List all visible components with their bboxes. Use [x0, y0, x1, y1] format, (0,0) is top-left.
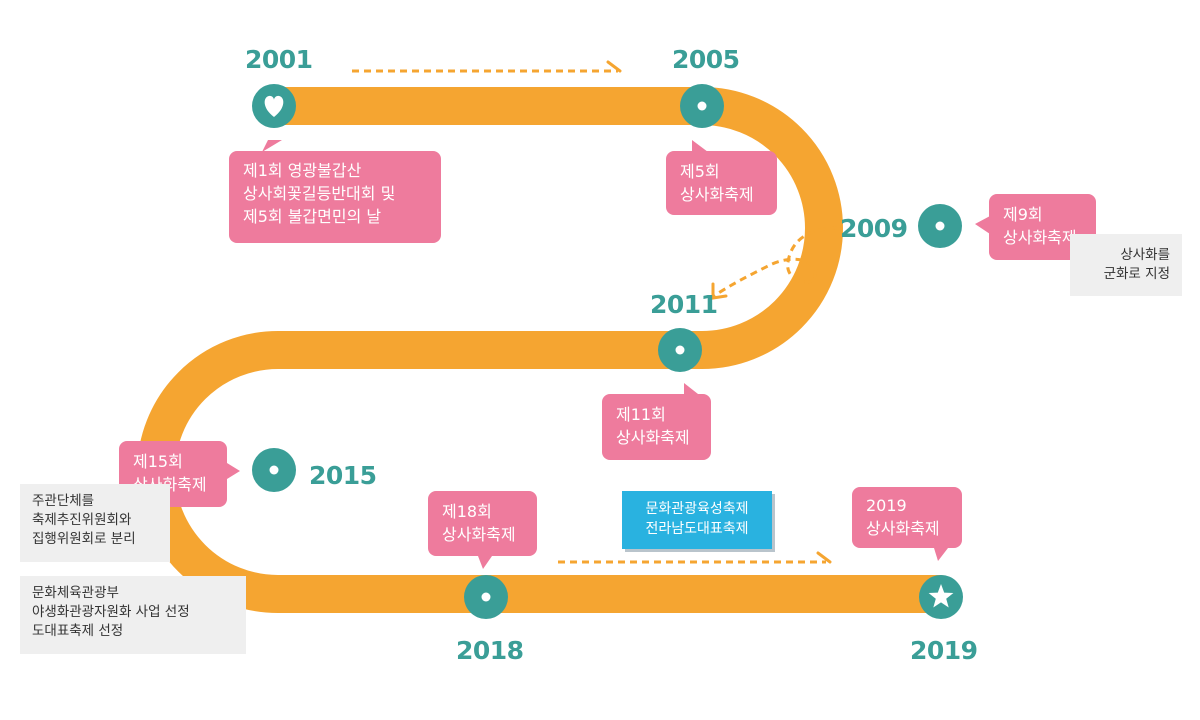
bubble-pointer-2005: [692, 140, 708, 152]
highlight-line-2: 전라남도대표축제: [645, 521, 749, 537]
node-2005: [680, 84, 724, 128]
note-2015-organizer: 주관단체를 축제추진위원회와 집행위원회로 분리: [20, 484, 170, 562]
bubble-pointer-2019: [934, 548, 948, 561]
note-2015b-line-2: 야생화관광자원화 사업 선정: [32, 604, 190, 620]
dashed-arrow-loop-head: [711, 282, 728, 300]
event-2019-line-1: 2019: [866, 496, 907, 515]
note-2015b-line-3: 도대표축제 선정: [32, 623, 124, 639]
node-2015: [252, 448, 296, 492]
dot-icon: [935, 221, 945, 231]
year-label-2019: 2019: [910, 636, 978, 665]
note-2009: 상사화를 군화로 지정: [1070, 234, 1182, 296]
node-2001: [252, 84, 296, 128]
event-2001-line-2: 상사회꽃길등반대회 및: [243, 184, 396, 203]
node-2009: [918, 204, 962, 248]
event-bubble-2001: 제1회 영광불갑산 상사회꽃길등반대회 및 제5회 불갑면민의 날: [229, 151, 441, 243]
note-2015a-line-2: 축제추진위원회와: [32, 512, 132, 528]
event-2011-line-2: 상사화축제: [616, 428, 690, 447]
node-2018: [464, 575, 508, 619]
event-2018-line-2: 상사화축제: [442, 525, 516, 544]
event-bubble-2018: 제18회 상사화축제: [428, 491, 537, 556]
node-2019: [919, 575, 963, 619]
bubble-pointer-2015: [227, 463, 240, 479]
highlight-box: 문화관광육성축제 전라남도대표축제: [622, 491, 772, 549]
year-label-2011: 2011: [650, 290, 718, 319]
event-2001-line-1: 제1회 영광불갑산: [243, 161, 362, 180]
bubble-pointer-2001: [262, 140, 282, 152]
bubble-pointer-2009: [975, 216, 990, 234]
timeline-track: [137, 87, 959, 613]
dashed-arrow-top-head: [606, 60, 622, 73]
event-bubble-2011: 제11회 상사화축제: [602, 394, 711, 460]
note-2015a-line-1: 주관단체를: [32, 493, 95, 509]
dashed-arrow-loop: [713, 226, 839, 298]
dot-icon: [697, 101, 707, 111]
event-2015-line-1: 제15회: [133, 452, 183, 471]
note-2009-line-1: 상사화를: [1120, 247, 1170, 263]
year-label-2001: 2001: [245, 45, 313, 74]
event-bubble-2019: 2019 상사화축제: [852, 487, 962, 548]
note-2015a-line-3: 집행위원회로 분리: [32, 531, 136, 547]
dot-icon: [269, 465, 279, 475]
year-label-2018: 2018: [456, 636, 524, 665]
note-2015b-line-1: 문화체육관광부: [32, 585, 119, 601]
highlight-line-1: 문화관광육성축제: [645, 501, 749, 517]
dot-icon: [675, 345, 685, 355]
dot-icon: [481, 592, 491, 602]
note-2015-selection: 문화체육관광부 야생화관광자원화 사업 선정 도대표축제 선정: [20, 576, 246, 654]
event-2005-line-1: 제5회: [680, 162, 720, 181]
event-2001-line-3: 제5회 불갑면민의 날: [243, 207, 382, 226]
bubble-pointer-2011: [684, 383, 698, 394]
node-2011: [658, 328, 702, 372]
event-2011-line-1: 제11회: [616, 405, 666, 424]
year-label-2005: 2005: [672, 45, 740, 74]
year-label-2015: 2015: [309, 461, 377, 490]
event-2009-line-2: 상사화축제: [1003, 228, 1077, 247]
event-bubble-2005: 제5회 상사화축제: [666, 151, 777, 215]
heart-icon: [264, 95, 284, 117]
star-icon: [928, 584, 954, 608]
note-2009-line-2: 군화로 지정: [1103, 266, 1170, 282]
event-2018-line-1: 제18회: [442, 502, 492, 521]
event-2019-line-2: 상사화축제: [866, 519, 940, 538]
year-label-2009: 2009: [840, 214, 908, 243]
event-2009-line-1: 제9회: [1003, 205, 1043, 224]
dashed-arrow-bottom-head: [816, 551, 832, 564]
event-2005-line-2: 상사화축제: [680, 185, 754, 204]
bubble-pointer-2018: [478, 556, 492, 569]
